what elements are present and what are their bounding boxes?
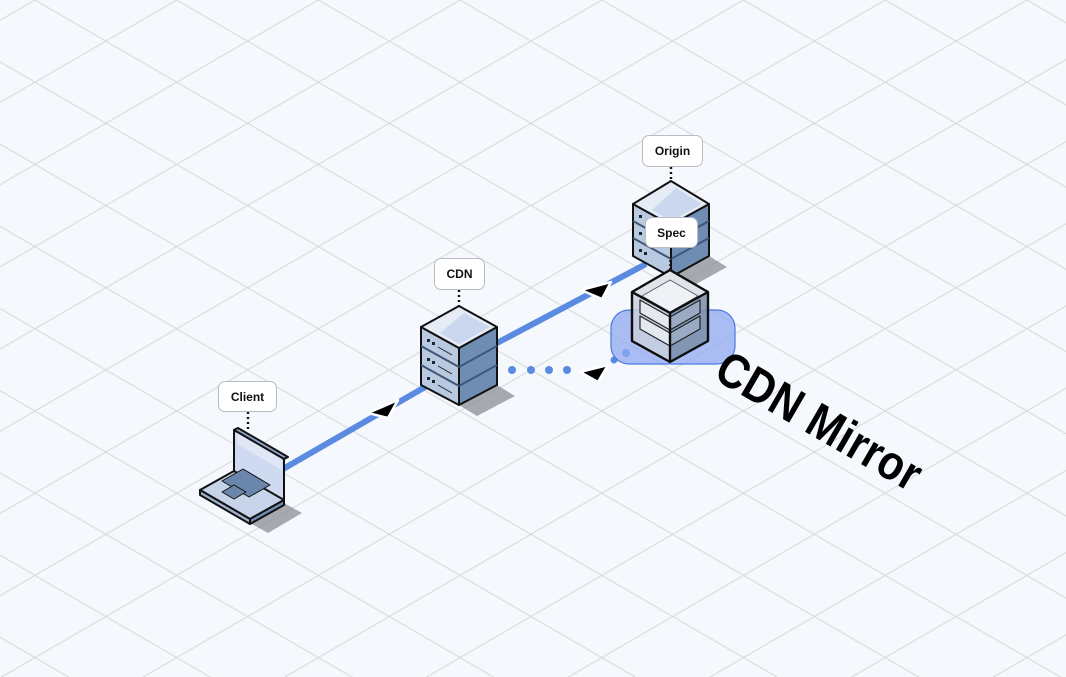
node-label-origin[interactable]: Origin [642,135,703,167]
node-spec[interactable] [630,260,710,364]
node-cdn[interactable] [420,305,498,406]
laptop-icon [199,427,289,525]
node-label-client[interactable]: Client [218,381,277,412]
node-label-cdn[interactable]: CDN [434,258,485,290]
node-label-spec[interactable]: Spec [645,217,698,248]
node-client[interactable] [199,427,289,525]
server-icon [420,305,498,406]
edge-client-cdn[interactable] [281,380,434,472]
label-connectors [246,167,673,432]
arrow-head-icon [578,363,610,384]
arrow-head-icon [579,280,613,301]
arrow-head-icon [366,398,400,420]
cube-server-icon [630,260,710,364]
edge-cdn-origin[interactable] [495,261,648,346]
